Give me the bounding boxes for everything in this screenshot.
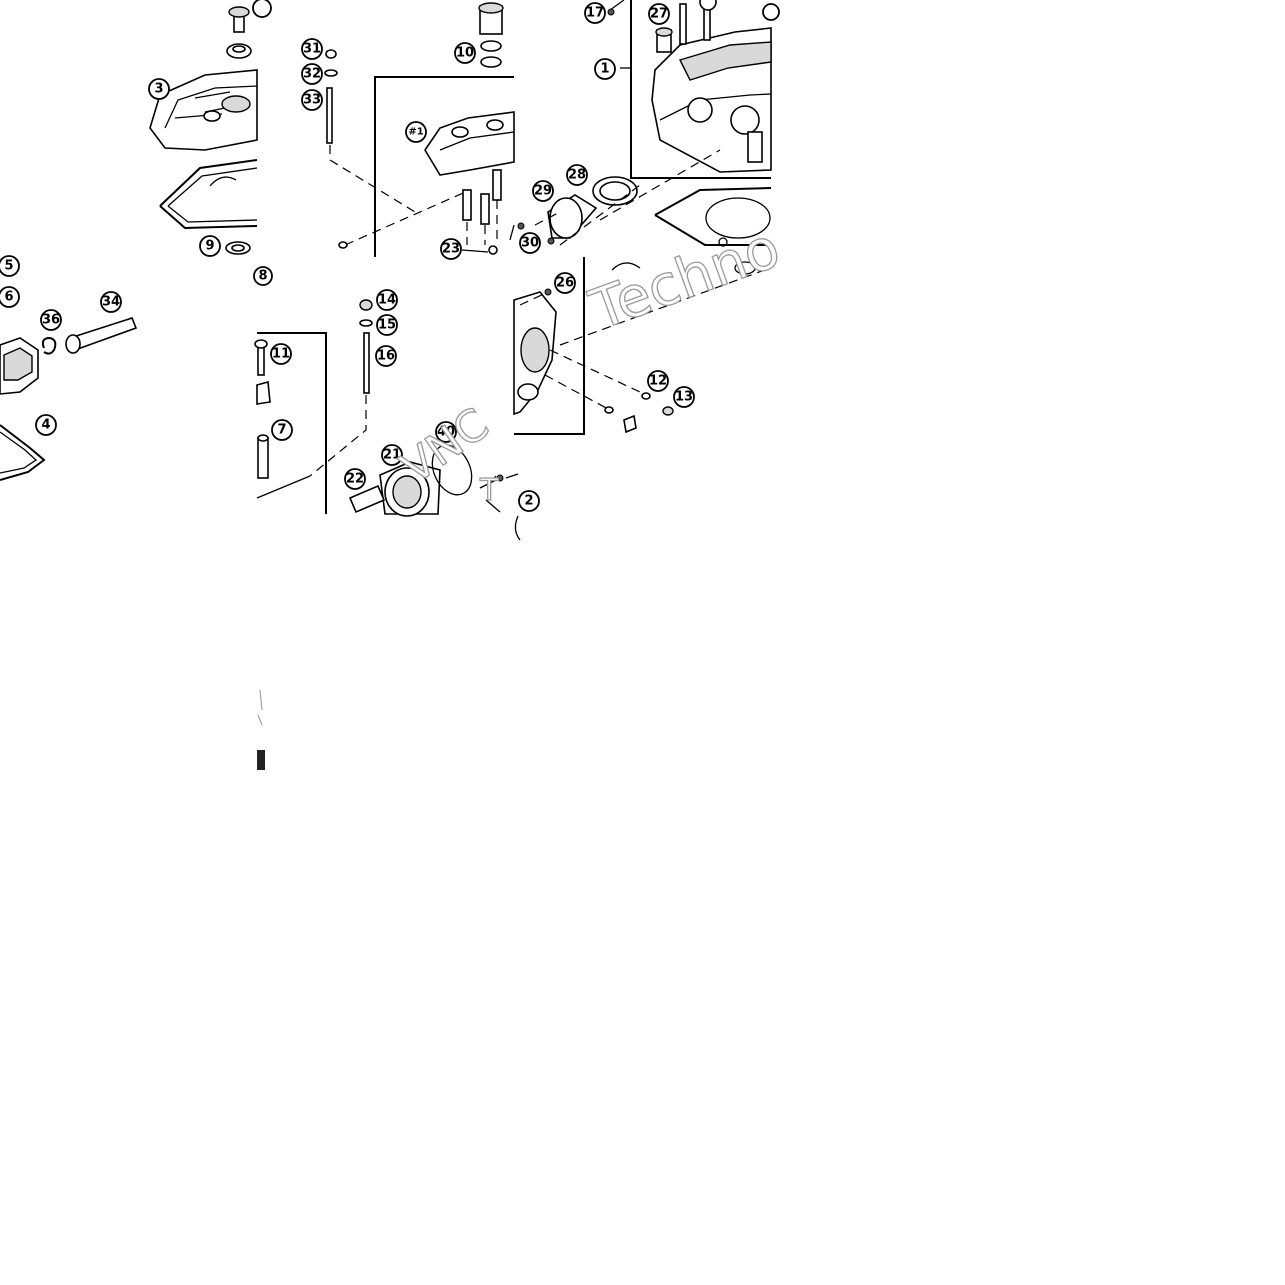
callout-31: 31 xyxy=(301,38,323,60)
callout-11: 11 xyxy=(270,343,292,365)
svg-text:12: 12 xyxy=(649,374,667,389)
callout-22: 22 xyxy=(344,468,366,490)
o-ring-10a xyxy=(480,40,502,52)
svg-text:#1: #1 xyxy=(408,127,423,138)
callout-28: 28 xyxy=(566,164,588,186)
callout-h1: #1 xyxy=(405,121,427,143)
o-ring-10b xyxy=(480,56,502,68)
svg-text:29: 29 xyxy=(534,184,552,199)
gasket-4 xyxy=(0,424,46,481)
svg-text:23: 23 xyxy=(442,242,460,257)
stud-33 xyxy=(326,87,333,144)
callout-2: 2 xyxy=(518,490,540,512)
callout-33: 33 xyxy=(301,89,323,111)
svg-text:26: 26 xyxy=(556,276,574,291)
svg-text:4: 4 xyxy=(41,418,50,433)
callout-edge-a xyxy=(252,0,272,18)
svg-text:10: 10 xyxy=(456,46,474,61)
callout-15: 15 xyxy=(376,314,398,336)
callout-36: 36 xyxy=(40,309,62,331)
callout-8: 8 xyxy=(253,266,273,286)
callout-21: 21 xyxy=(381,444,403,466)
svg-text:9: 9 xyxy=(205,239,214,254)
svg-text:32: 32 xyxy=(303,67,321,82)
callout-32: 32 xyxy=(301,63,323,85)
svg-text:40: 40 xyxy=(437,425,455,440)
hose-22 xyxy=(348,484,386,514)
callout-30: 30 xyxy=(519,232,541,254)
svg-text:3: 3 xyxy=(154,82,163,97)
svg-text:7: 7 xyxy=(277,423,286,438)
svg-text:28: 28 xyxy=(568,168,586,183)
callout-16: 16 xyxy=(375,345,397,367)
tile-valve-train: 8 14 15 16 11 7 40 21 22 xyxy=(253,266,504,517)
callout-9: 9 xyxy=(199,235,221,257)
svg-text:2: 2 xyxy=(524,494,533,509)
svg-text:17: 17 xyxy=(586,6,604,21)
tile-cylinder-head: 17 27 1 28 29 30 xyxy=(517,0,780,254)
head-gasket xyxy=(654,187,772,246)
svg-text:33: 33 xyxy=(303,93,321,108)
svg-text:1: 1 xyxy=(600,62,609,77)
callout-7: 7 xyxy=(271,419,293,441)
pin-b xyxy=(480,193,490,225)
svg-text:15: 15 xyxy=(378,318,396,333)
svg-text:21: 21 xyxy=(383,448,401,463)
svg-text:6: 6 xyxy=(4,290,13,305)
svg-text:27: 27 xyxy=(650,7,668,22)
svg-text:11: 11 xyxy=(272,347,290,362)
watermark-text: Techno xyxy=(582,215,789,343)
callout-5: 5 xyxy=(0,255,20,277)
tile-exhaust: 26 12 13 2 xyxy=(505,257,771,541)
clip-36 xyxy=(41,336,57,355)
svg-text:13: 13 xyxy=(675,390,693,405)
callout-edge-c xyxy=(762,3,780,21)
svg-text:16: 16 xyxy=(377,349,395,364)
fragment-mark xyxy=(257,750,265,770)
callout-10: 10 xyxy=(454,42,476,64)
svg-text:8: 8 xyxy=(258,269,267,284)
svg-text:5: 5 xyxy=(4,259,13,274)
callout-26: 26 xyxy=(554,272,576,294)
callout-17: 17 xyxy=(584,2,606,24)
svg-text:34: 34 xyxy=(102,295,120,310)
svg-text:14: 14 xyxy=(378,293,396,308)
callout-14: 14 xyxy=(376,289,398,311)
callout-3: 3 xyxy=(148,78,170,100)
svg-text:22: 22 xyxy=(346,472,364,487)
svg-text:36: 36 xyxy=(42,313,60,328)
pin-a xyxy=(462,189,472,221)
tile-breather: 5 6 36 34 4 xyxy=(0,255,138,481)
callout-6: 6 xyxy=(0,286,20,308)
stray-fragments xyxy=(257,689,265,770)
callout-29: 29 xyxy=(532,180,554,202)
bolt-11 xyxy=(257,344,265,376)
callout-23: 23 xyxy=(440,238,462,260)
callout-12: 12 xyxy=(647,370,669,392)
callout-1: 1 xyxy=(594,58,616,80)
callout-4: 4 xyxy=(35,414,57,436)
callout-34: 34 xyxy=(100,291,122,313)
tile-valve-cover: 3 9 xyxy=(148,0,272,257)
stud-16 xyxy=(363,332,370,394)
callout-13: 13 xyxy=(673,386,695,408)
tile-cam-carrier: 31 32 33 10 #1 23 xyxy=(301,2,515,260)
pin-c xyxy=(492,169,502,201)
svg-text:31: 31 xyxy=(303,42,321,57)
watermark-text-3: T xyxy=(479,473,499,508)
callout-40: 40 xyxy=(435,421,457,443)
svg-text:30: 30 xyxy=(521,236,539,251)
clamp-40 xyxy=(431,444,473,496)
guide-7 xyxy=(257,437,269,479)
cover-gasket xyxy=(159,159,258,230)
callout-27: 27 xyxy=(648,3,670,25)
